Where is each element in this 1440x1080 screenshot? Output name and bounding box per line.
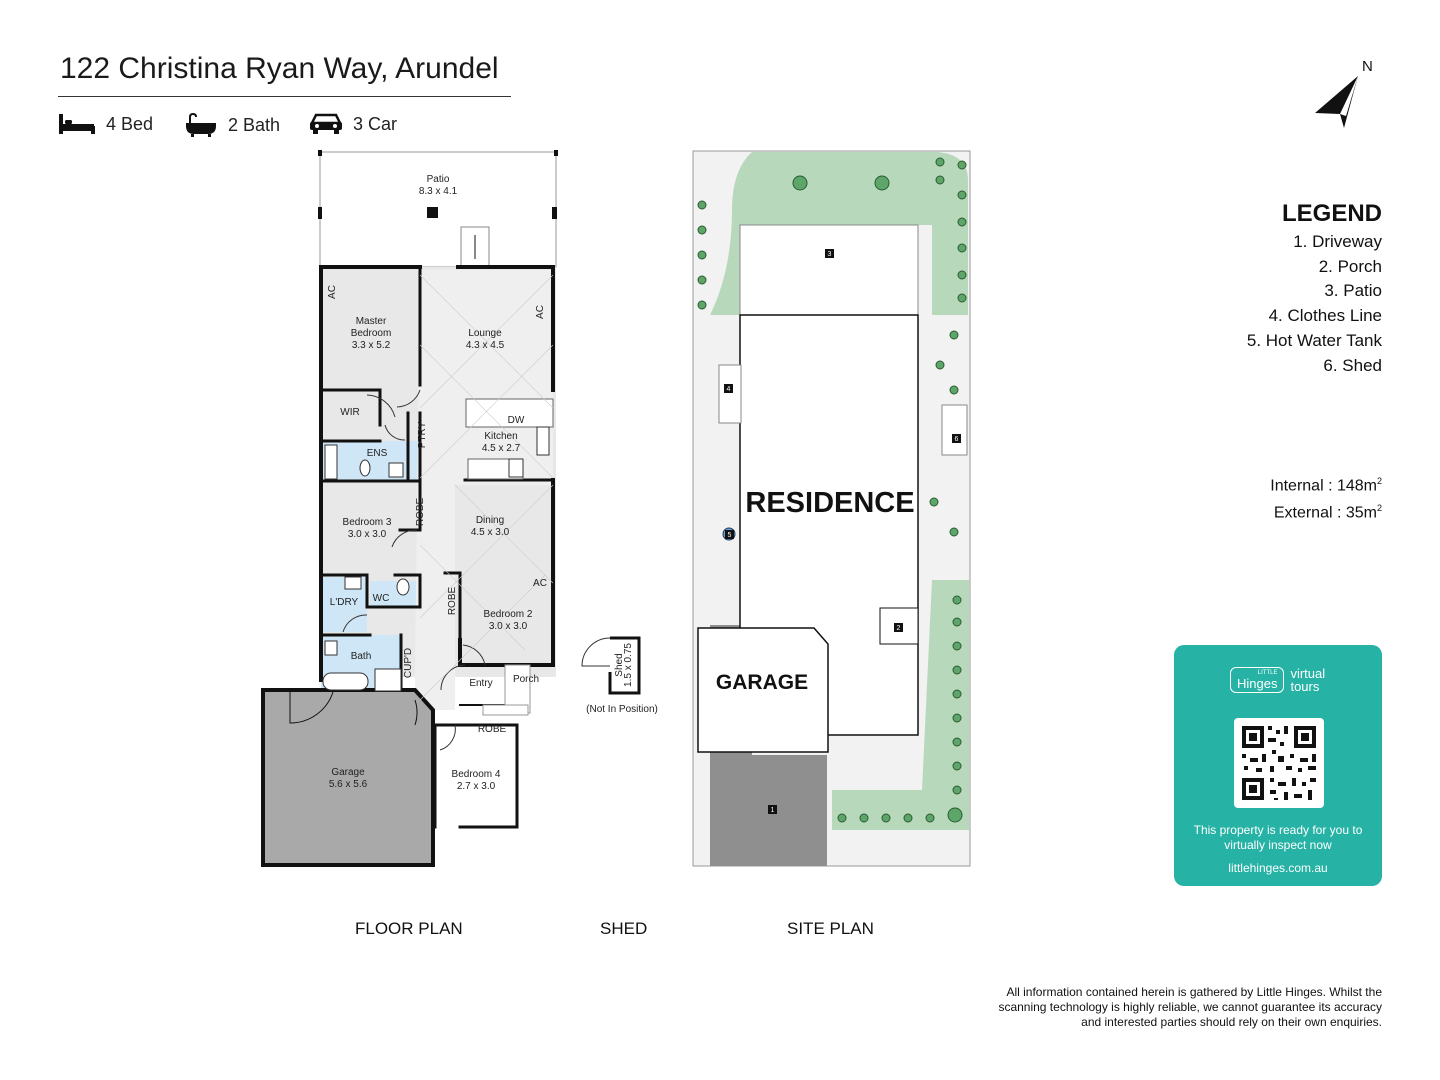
title-divider	[58, 96, 511, 97]
bedroom3-label: Bedroom 3	[343, 517, 392, 528]
marker-4: 4	[727, 386, 731, 393]
property-title: 122 Christina Ryan Way, Arundel	[60, 52, 499, 85]
wir-label: WIR	[340, 407, 359, 418]
promo-link[interactable]: littlehinges.com.au	[1228, 861, 1328, 875]
brand-tagline: virtual tours	[1290, 666, 1326, 694]
bedroom2-label: Bedroom 2	[484, 609, 533, 620]
ac-label-bed2: AC	[533, 578, 547, 589]
legend-item: 5. Hot Water Tank	[1246, 330, 1382, 350]
legend-item: 1. Driveway	[1293, 232, 1382, 251]
marker-1: 1	[771, 807, 775, 814]
external-area: External : 35m2	[1270, 497, 1382, 524]
patio-post	[427, 207, 438, 218]
bath-count: 2 Bath	[228, 114, 281, 135]
bath-icon	[186, 112, 216, 137]
brand-box: LITTLE Hinges	[1230, 667, 1285, 693]
robe-b3-label: ROBE	[415, 498, 426, 527]
brand-name: Hinges	[1237, 676, 1278, 691]
compass-label: N	[1362, 58, 1372, 75]
bed-spec: 4 Bed	[58, 112, 153, 136]
north-compass-icon: N	[1315, 58, 1372, 128]
ensuite-fill	[323, 441, 420, 481]
external-area-unit: 2	[1376, 503, 1382, 514]
qr-code-icon[interactable]	[1234, 718, 1324, 808]
pantry-label: PTRY	[417, 421, 428, 448]
wc-label: WC	[373, 593, 390, 604]
cupboard-label: CUP'D	[403, 648, 414, 678]
legend-item: 4. Clothes Line	[1268, 306, 1382, 326]
side-lawn	[832, 580, 969, 830]
legend-list: 1. Driveway 2. Porch 3. Patio 4. Clothes…	[1247, 230, 1382, 378]
shed-caption: SHED	[600, 919, 648, 938]
legend-title: LEGEND	[1281, 200, 1382, 227]
area-summary: Internal : 148m2 External : 35m2	[1270, 470, 1382, 525]
master-label-2: Bedroom	[351, 328, 392, 339]
bedroom3-size: 3.0 x 3.0	[348, 529, 387, 540]
ensuite-label: ENS	[367, 448, 388, 459]
porch-label: Porch	[513, 674, 539, 685]
master-label-1: Master	[356, 316, 387, 327]
car-spec: 3 Car	[309, 112, 397, 136]
dining-label: Dining	[476, 515, 504, 526]
bath-spec: 2 Bath	[184, 112, 280, 138]
little-hinges-logo: LITTLE Hinges virtual tours	[1230, 667, 1338, 693]
shed-plan: Shed 1.5 x 0.75 (Not In Position)	[581, 636, 658, 715]
car-icon	[309, 113, 343, 134]
internal-area: Internal : 148m2	[1270, 470, 1382, 497]
site-plan: 1 2 3 4 5 6 RESIDENCE GARAGE	[692, 150, 971, 867]
entry-label: Entry	[469, 678, 492, 689]
internal-area-value: Internal : 148m	[1270, 477, 1377, 495]
bed-count: 4 Bed	[106, 113, 154, 134]
patio-label: Patio	[427, 174, 450, 185]
residence-label: RESIDENCE	[745, 487, 914, 519]
kitchen-size: 4.5 x 2.7	[482, 443, 521, 454]
brand-small: LITTLE	[1257, 670, 1278, 676]
bedroom4-size: 2.7 x 3.0	[457, 781, 496, 792]
external-area-value: External : 35m	[1273, 504, 1377, 522]
site-patio	[739, 224, 919, 316]
legend-item: 6. Shed	[1323, 355, 1382, 375]
garage-label: Garage	[331, 767, 365, 778]
robe-b2-label: ROBE	[447, 587, 458, 616]
rear-lawn	[710, 152, 968, 315]
car-count: 3 Car	[353, 113, 398, 134]
shed-size: 1.5 x 0.75	[623, 643, 634, 687]
legend-item: 3. Patio	[1324, 281, 1382, 301]
marker-3: 3	[828, 251, 832, 258]
site-garage	[697, 627, 829, 753]
floor-plan: Patio 8.3 x 4.1 Master Bedroom 3.3 x 5.2…	[261, 150, 558, 867]
bedroom4-label: Bedroom 4	[452, 769, 501, 780]
disclaimer-text: All information contained herein is gath…	[998, 985, 1382, 1029]
marker-6: 6	[955, 436, 959, 443]
marker-5: 5	[728, 532, 732, 539]
internal-area-unit: 2	[1376, 476, 1382, 486]
shed-label: Shed	[614, 653, 625, 676]
dishwasher-label: DW	[508, 415, 525, 426]
robe-b4-label: ROBE	[478, 724, 507, 735]
promo-message: This property is ready for you to virtua…	[1193, 823, 1363, 852]
bath-label: Bath	[351, 651, 372, 662]
bed-icon	[59, 114, 95, 134]
marker-2: 2	[897, 625, 901, 632]
ac-label-lounge: AC	[535, 305, 546, 319]
kitchen-label: Kitchen	[484, 431, 517, 442]
dining-size: 4.5 x 3.0	[471, 527, 510, 538]
lounge-label: Lounge	[468, 328, 502, 339]
ac-label-master: AC	[327, 285, 338, 299]
floor-plan-caption: FLOOR PLAN	[355, 919, 463, 938]
garage-size: 5.6 x 5.6	[329, 779, 368, 790]
bedroom2-size: 3.0 x 3.0	[489, 621, 528, 632]
master-size: 3.3 x 5.2	[352, 340, 391, 351]
site-plan-caption: SITE PLAN	[787, 919, 874, 938]
laundry-label: L'DRY	[330, 597, 359, 608]
legend-item: 2. Porch	[1318, 256, 1382, 276]
site-garage-label: GARAGE	[716, 671, 808, 694]
shed-note: (Not In Position)	[586, 704, 658, 715]
lounge-size: 4.3 x 4.5	[466, 340, 505, 351]
virtual-tour-card[interactable]: LITTLE Hinges virtual tours This proper	[1174, 645, 1382, 886]
patio-size: 8.3 x 4.1	[419, 186, 458, 197]
